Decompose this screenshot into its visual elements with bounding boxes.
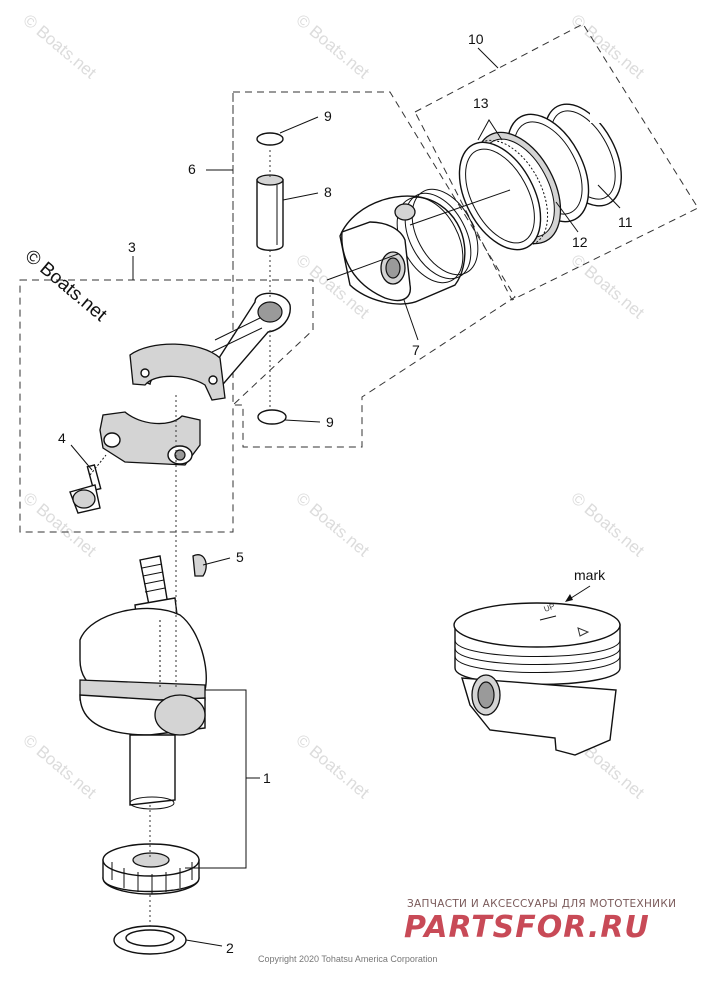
watermark: © Boats.net: [292, 731, 373, 803]
watermark-primary: © Boats.net: [21, 246, 111, 327]
callouts: 1 2 3 4 5 6 7 8 9 9 10 11 12 13: [58, 31, 633, 956]
connecting-rod-cap: [99, 411, 201, 466]
connecting-rod: [129, 292, 291, 401]
callout-11: 11: [618, 214, 633, 230]
watermark: © Boats.net: [567, 11, 648, 83]
callout-12: 12: [572, 234, 588, 250]
copyright-notice: Copyright 2020 Tohatsu America Corporati…: [258, 954, 437, 964]
piston-mark-detail: mark UP: [453, 567, 621, 756]
callout-2: 2: [226, 940, 234, 956]
crankshaft: [79, 555, 207, 810]
piston-pin-assembly: [256, 132, 287, 425]
timing-gear: [102, 843, 200, 895]
leader-lines: [70, 47, 621, 947]
piston-ring-set: [458, 103, 622, 251]
callout-3: 3: [128, 239, 136, 255]
thrust-washer: [113, 925, 187, 955]
rod-bolt: [69, 454, 107, 514]
group-box-10: [414, 23, 699, 301]
callout-9-upper: 9: [324, 108, 332, 124]
circlip-lower: [257, 409, 287, 425]
brand-tagline: ЗАПЧАСТИ И АКСЕССУАРЫ ДЛЯ МОТОТЕХНИКИ: [407, 898, 676, 910]
callout-10: 10: [468, 31, 484, 47]
group-box-6: [232, 91, 516, 448]
brand-logo-text: PARTSFOR.RU: [404, 910, 650, 945]
callout-9-lower: 9: [326, 414, 334, 430]
footer: ЗАПЧАСТИ И АКСЕССУАРЫ ДЛЯ МОТОТЕХНИКИ PA…: [258, 898, 676, 964]
piston-pin: [256, 179, 284, 251]
callout-8: 8: [324, 184, 332, 200]
circlip-upper: [256, 132, 284, 146]
watermark: © Boats.net: [19, 11, 100, 83]
mark-label: mark: [574, 567, 606, 583]
watermark: © Boats.net: [567, 489, 648, 561]
watermark: © Boats.net: [292, 489, 373, 561]
piston-up-stamp: UP: [543, 602, 557, 614]
piston: [339, 188, 479, 305]
callout-1: 1: [263, 770, 271, 786]
group-box-3: [19, 279, 314, 533]
callout-6: 6: [188, 161, 196, 177]
watermark: © Boats.net: [567, 251, 648, 323]
watermark: © Boats.net: [292, 11, 373, 83]
callout-4: 4: [58, 430, 66, 446]
assembly-lines: [149, 150, 511, 930]
callout-13: 13: [473, 95, 489, 111]
callout-5: 5: [236, 549, 244, 565]
watermark: © Boats.net: [19, 731, 100, 803]
callout-7: 7: [412, 342, 420, 358]
group-boxes: [19, 23, 699, 533]
woodruff-key: [192, 554, 207, 577]
